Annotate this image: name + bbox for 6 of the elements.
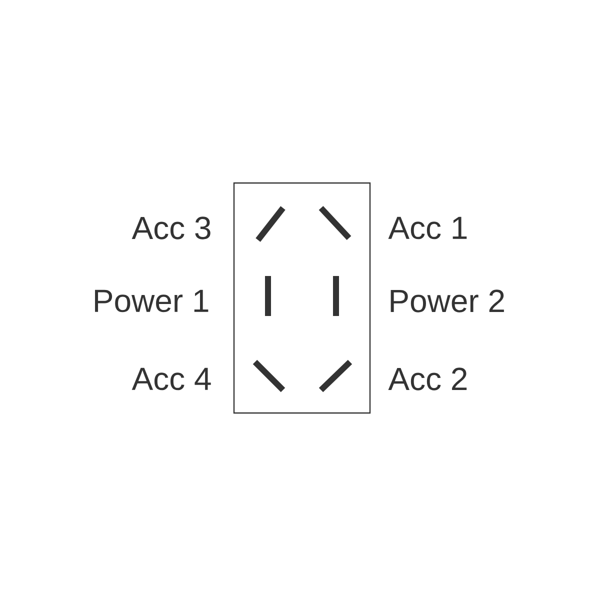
terminal-label: Power 1 bbox=[95, 290, 208, 312]
terminal-label: Power 2 bbox=[390, 290, 504, 312]
terminal-label: Acc 1 bbox=[388, 216, 467, 240]
terminal-label: Acc 3 bbox=[132, 216, 210, 240]
terminal-label: Acc 2 bbox=[388, 368, 467, 390]
terminal-label: Acc 4 bbox=[132, 368, 211, 390]
